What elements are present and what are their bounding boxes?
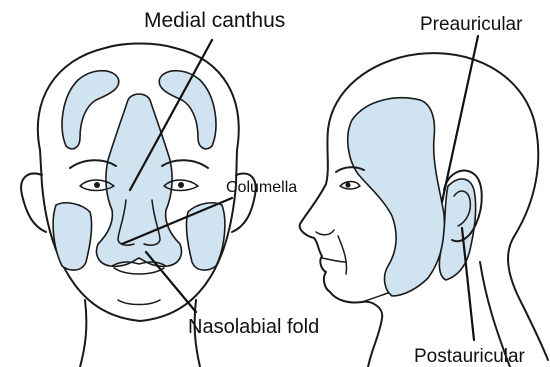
front-neck-left xyxy=(80,300,86,367)
side-face-view xyxy=(300,53,548,367)
front-left-pupil xyxy=(94,182,100,188)
front-left-cheek-zone xyxy=(53,203,92,270)
front-right-cheek-zone xyxy=(186,203,225,270)
side-nasolabial-line xyxy=(338,236,347,274)
columella-label: Columella xyxy=(226,179,297,196)
front-right-pupil xyxy=(178,182,184,188)
preauricular-label: Preauricular xyxy=(420,14,523,35)
nasolabial-fold-label: Nasolabial fold xyxy=(188,316,319,338)
medial-canthus-label: Medial canthus xyxy=(144,9,285,32)
side-lips xyxy=(322,258,346,262)
front-forehead-left-zone xyxy=(62,71,119,149)
preauricular-leader xyxy=(442,36,478,202)
front-mouth xyxy=(114,268,164,274)
side-temple-cheek-zone xyxy=(348,98,445,296)
postauricular-label: Postauricular xyxy=(414,346,526,367)
front-chin-contour xyxy=(118,300,160,305)
side-nostril xyxy=(316,230,334,235)
side-pupil xyxy=(345,182,350,187)
